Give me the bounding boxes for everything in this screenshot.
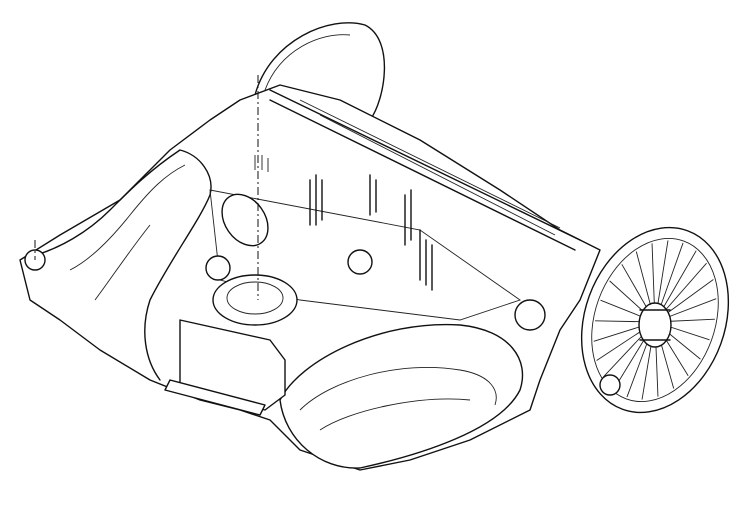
front-wheel [580, 226, 730, 414]
chassis-body [19, 75, 601, 471]
